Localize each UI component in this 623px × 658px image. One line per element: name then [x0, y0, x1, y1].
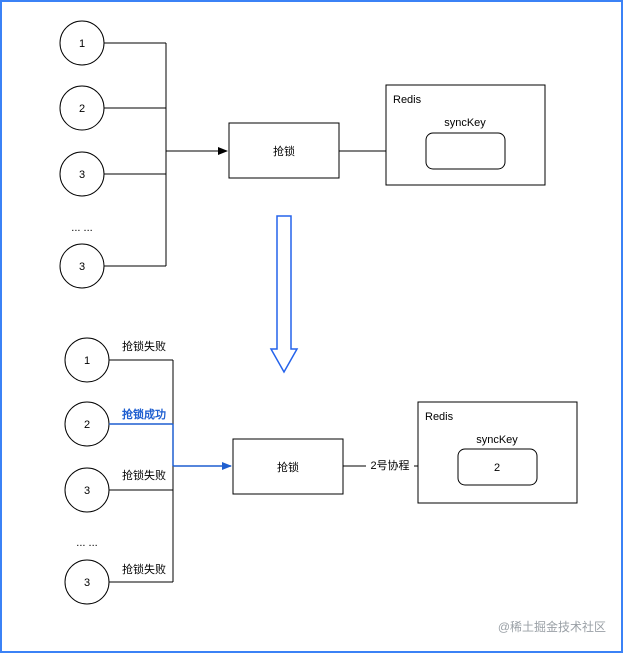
- top-redis-title: Redis: [393, 94, 422, 106]
- bottom-arrow-label-bg: [366, 458, 414, 472]
- bottom-connectors: [109, 359, 174, 583]
- top-synckey-label: syncKey: [444, 117, 486, 129]
- top-node-1-label: 1: [79, 38, 85, 50]
- bottom-node-3-status: 抢锁失败: [122, 468, 166, 482]
- top-ellipsis: ... ...: [71, 222, 92, 234]
- top-node-2-label: 2: [79, 103, 85, 115]
- bottom-redis-title: Redis: [425, 411, 454, 423]
- top-lock-label: 抢锁: [273, 144, 295, 158]
- bottom-diagram: 1 2 3 ... ... 3 抢锁失败 抢锁成功 抢锁失败 抢锁失败 抢锁: [64, 337, 578, 605]
- footer-watermark: @稀土掘金技术社区: [498, 619, 606, 634]
- bottom-node-1-label: 1: [84, 355, 90, 367]
- bottom-node-2-label: 2: [84, 419, 90, 431]
- top-node-3-label: 3: [79, 169, 85, 181]
- bottom-lock-label: 抢锁: [277, 460, 299, 474]
- bottom-lock-box: [232, 438, 344, 495]
- bottom-synckey-label: syncKey: [476, 434, 518, 446]
- bottom-node-2-status: 抢锁成功: [122, 407, 166, 421]
- bottom-synckey-value: 2: [494, 462, 500, 474]
- top-diagram: 1 2 3 ... ... 3 抢锁 Redis syncKey: [59, 20, 546, 289]
- top-synckey-box: [425, 132, 506, 170]
- top-node-n-label: 3: [79, 261, 85, 273]
- top-connectors: [104, 42, 167, 267]
- bottom-ellipsis: ... ...: [76, 537, 97, 549]
- bottom-arrow-label: 2号协程: [370, 458, 409, 472]
- bottom-node-n-status: 抢锁失败: [122, 562, 166, 576]
- bottom-success-path: [109, 423, 174, 466]
- bottom-node-3-label: 3: [84, 485, 90, 497]
- big-down-arrow: [269, 215, 299, 374]
- bottom-node-1-status: 抢锁失败: [122, 339, 166, 353]
- bottom-synckey-box: [457, 448, 538, 486]
- bottom-node-n-label: 3: [84, 577, 90, 589]
